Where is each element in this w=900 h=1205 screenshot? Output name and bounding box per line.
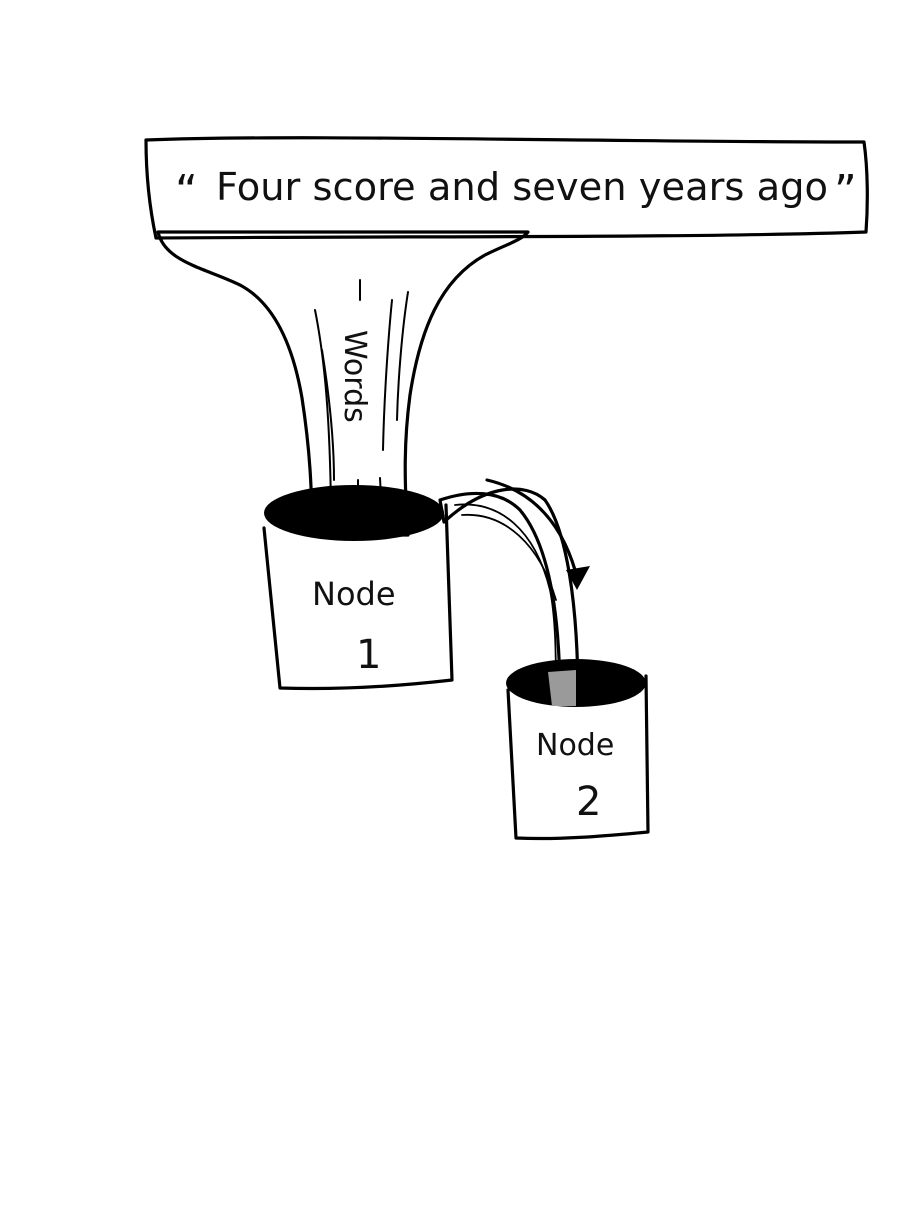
quote-banner <box>144 136 869 240</box>
node-2-body <box>506 674 650 841</box>
quote-text: Four score and seven years ago <box>216 165 828 209</box>
node-2-number: 2 <box>576 779 601 825</box>
node-2-bucket: Node 2 <box>506 659 650 841</box>
flow-arrow-curve <box>485 478 577 572</box>
funnel-streaks <box>314 279 409 511</box>
node-2-label: Node <box>536 728 614 763</box>
quote-close-mark: ” <box>834 166 857 217</box>
node-2-stream-in <box>548 670 576 706</box>
quote-open-mark: “ <box>175 166 198 217</box>
node-1-body <box>262 503 454 691</box>
flow-arrowhead <box>566 566 590 590</box>
node-1-bucket: Node 1 <box>262 485 454 691</box>
node-1-label: Node <box>312 575 396 613</box>
node-1-rim <box>264 485 444 541</box>
stream-label: Words <box>337 330 372 423</box>
node-1-number: 1 <box>356 632 381 678</box>
